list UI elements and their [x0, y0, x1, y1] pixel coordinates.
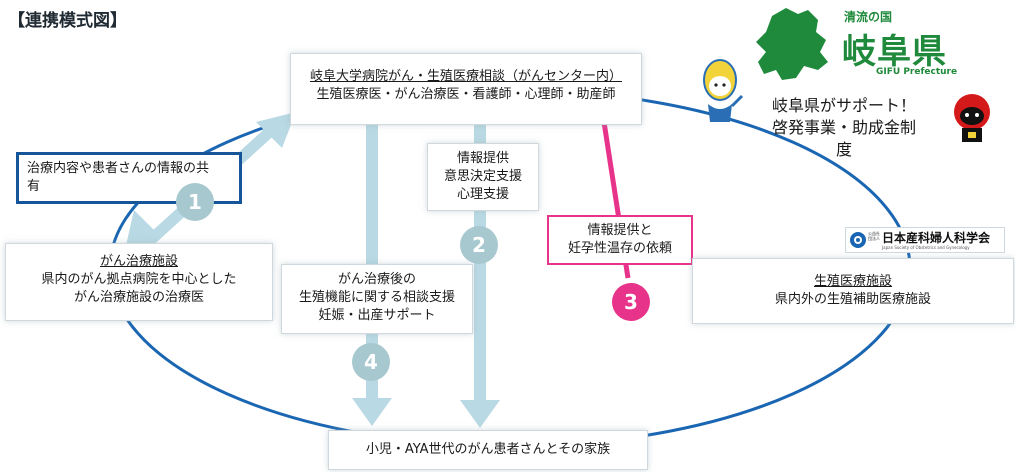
- info-support-line2: 意思決定支援: [443, 169, 522, 184]
- gifu-support-text: 岐阜県がサポート！ 啓発事業・助成金制 度: [754, 95, 934, 161]
- jsog-small-prefix: 公益社団法人: [868, 231, 880, 241]
- arrow-4-down: [352, 118, 392, 426]
- info-share-line2: 有: [27, 179, 41, 194]
- gifu-support-line3: 度: [835, 140, 852, 159]
- cancer-facility-box: がん治療施設 県内のがん拠点病院を中心とした がん治療施設の治療医: [5, 243, 273, 321]
- fertility-request-line2: 妊孕性温存の依頼: [567, 241, 672, 256]
- info-support-box: 情報提供 意思決定支援 心理支援: [427, 143, 539, 211]
- reproductive-facility-title: 生殖医療施設: [813, 274, 892, 289]
- jsog-english: Japan Society of Obstetrics and Gynecolo…: [882, 245, 970, 250]
- gifu-small-label: 清流の国: [844, 10, 893, 24]
- step-2-badge: 2: [460, 226, 498, 264]
- center-institution-name: 岐阜大学病院がん・生殖医療相談（がんセンター内）: [309, 69, 622, 84]
- jsog-logo: 公益社団法人 日本産科婦人科学会 Japan Society of Obstet…: [845, 227, 1005, 253]
- fertility-request-box: 情報提供と 妊孕性温存の依頼: [547, 215, 693, 265]
- consult-line1: がん治療後の: [337, 272, 416, 287]
- fertility-request-line1: 情報提供と: [587, 223, 653, 238]
- center-staff-list: 生殖医療医・がん治療医・看護師・心理師・助産師: [316, 87, 616, 102]
- consult-line2: 生殖機能に関する相談支援: [298, 290, 455, 305]
- center-institution-box: 岐阜大学病院がん・生殖医療相談（がんセンター内） 生殖医療医・がん治療医・看護師…: [290, 53, 642, 125]
- info-support-line3: 心理支援: [456, 187, 509, 202]
- step-3-badge: 3: [612, 283, 650, 321]
- info-support-line1: 情報提供: [456, 151, 509, 166]
- gifu-support-line1: 岐阜県がサポート！: [771, 96, 916, 115]
- cancer-facility-line1: 県内のがん拠点病院を中心とした: [41, 272, 237, 287]
- cancer-facility-line2: がん治療施設の治療医: [73, 290, 204, 305]
- gifu-name: 岐阜県: [842, 32, 947, 72]
- gifu-support-line2: 啓発事業・助成金制: [771, 118, 916, 137]
- cancer-facility-title: がん治療施設: [99, 254, 178, 269]
- diagram-title: 【連携模式図】: [8, 11, 127, 31]
- patient-family-text: 小児・AYA世代のがん患者さんとその家族: [365, 442, 611, 457]
- step-1-badge: 1: [176, 183, 214, 221]
- jsog-name: 日本産科婦人科学会: [882, 231, 991, 245]
- mascot-character-icon: [694, 56, 746, 128]
- gifu-english: GIFU Prefecture: [876, 67, 958, 77]
- info-share-line1: 治療内容や患者さんの情報の共: [27, 161, 210, 176]
- patient-family-box: 小児・AYA世代のがん患者さんとその家族: [328, 430, 648, 470]
- info-share-box: 治療内容や患者さんの情報の共 有: [16, 152, 242, 204]
- reproductive-facility-line1: 県内外の生殖補助医療施設: [774, 292, 931, 307]
- jsog-emblem-icon: [850, 232, 866, 248]
- post-treatment-consult-box: がん治療後の 生殖機能に関する相談支援 妊娠・出産サポート: [281, 264, 473, 334]
- red-mascot-icon: [944, 90, 1000, 146]
- consult-line3: 妊娠・出産サポート: [318, 308, 436, 323]
- reproductive-facility-box: 生殖医療施設 県内外の生殖補助医療施設: [692, 258, 1014, 324]
- step-4-badge: 4: [352, 343, 390, 381]
